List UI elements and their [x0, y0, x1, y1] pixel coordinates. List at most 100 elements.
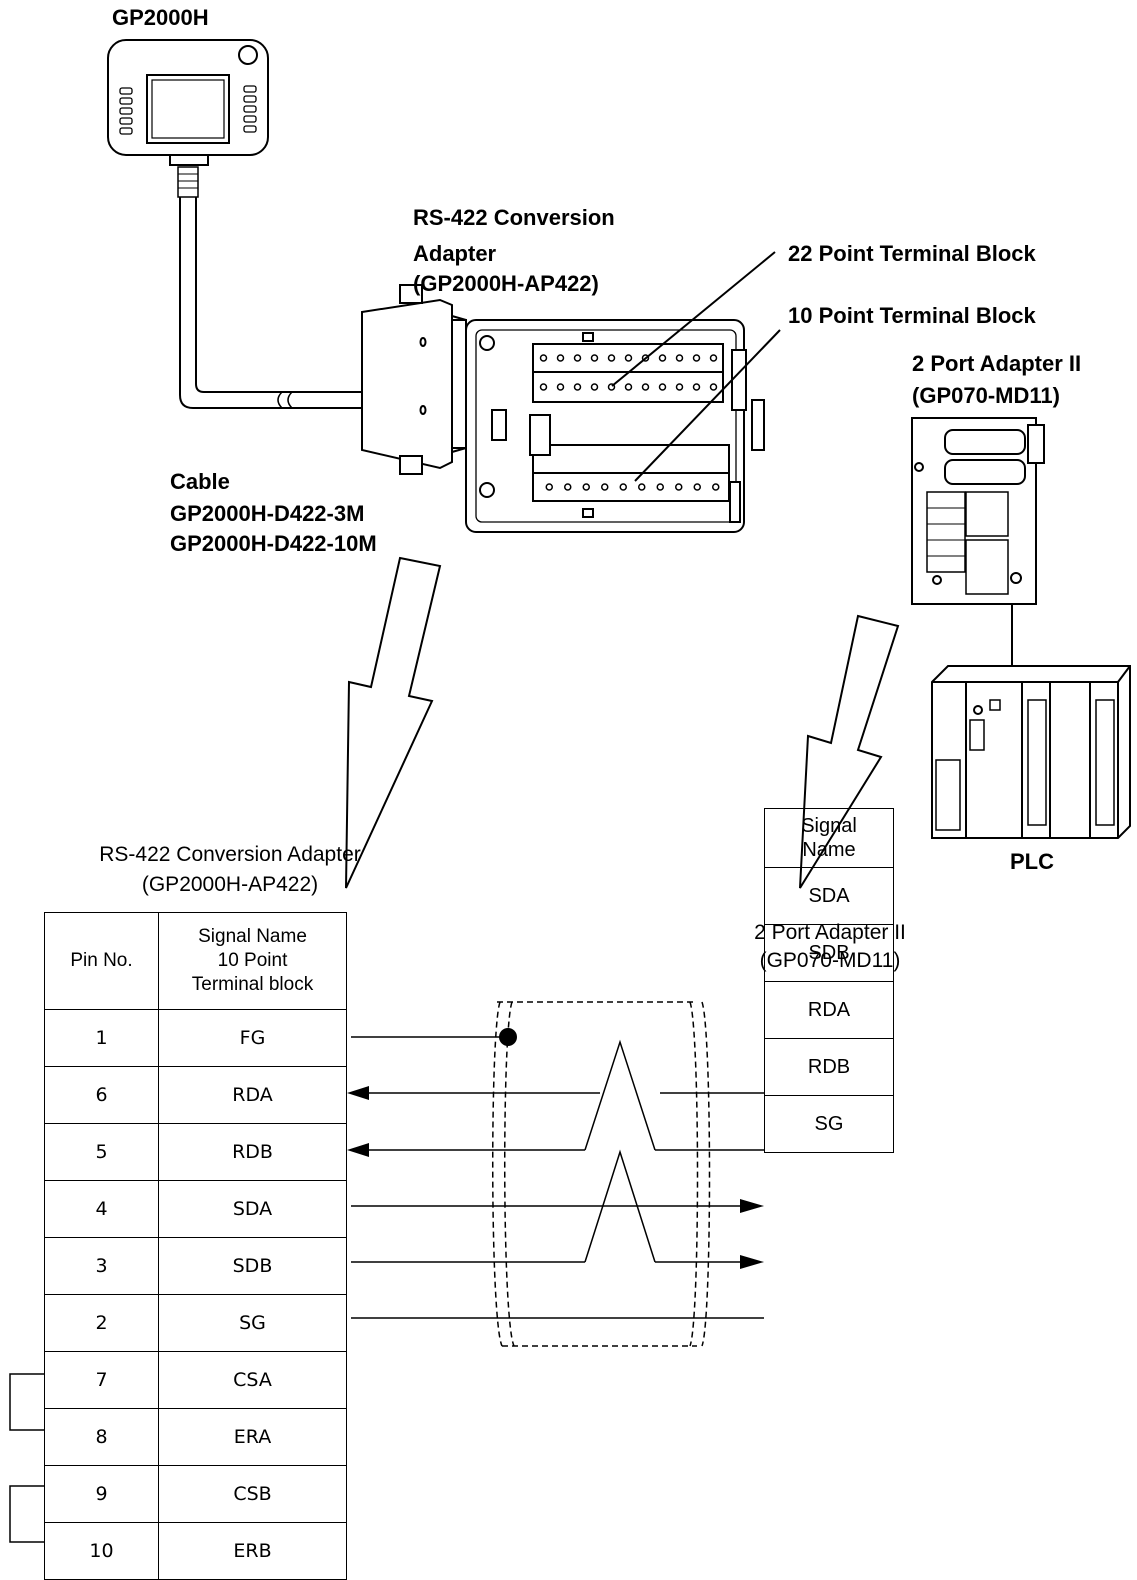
- terminal-screw: [624, 354, 633, 362]
- table-row: SDB: [764, 924, 894, 982]
- pin-cell: 4: [44, 1180, 159, 1238]
- terminal-screw: [545, 483, 553, 491]
- rs422-adapter-label-line2: Adapter: [413, 241, 497, 266]
- signal-cell: RDB: [158, 1123, 347, 1181]
- terminal-screw: [692, 383, 701, 391]
- signal-cell: SDB: [764, 924, 894, 982]
- terminal-screw: [539, 354, 548, 362]
- terminal-screw: [601, 483, 609, 491]
- signal-cell: ERA: [158, 1408, 347, 1466]
- cable-label-line2: GP2000H-D422-3M: [170, 501, 365, 526]
- terminal-screw: [709, 383, 718, 391]
- cable-shield: [491, 1001, 711, 1347]
- terminal-screw: [556, 354, 565, 362]
- table-row: SG: [764, 1095, 894, 1153]
- right-header-line1: Signal: [801, 815, 857, 837]
- terminal-screw: [675, 483, 683, 491]
- arrowheads: [347, 1028, 764, 1269]
- signal-header-line2: 10 Point: [217, 950, 288, 971]
- wiring-lines: [9, 1036, 764, 1543]
- terminal-screw: [539, 383, 548, 391]
- table-row: RDB: [764, 1038, 894, 1096]
- terminal-screw: [619, 483, 627, 491]
- signal-cell: SDA: [158, 1180, 347, 1238]
- pin-cell: 1: [44, 1009, 159, 1067]
- terminal-screw: [590, 354, 599, 362]
- terminal-screw: [658, 354, 667, 362]
- plc-label: PLC: [1010, 849, 1054, 874]
- signal-cell: CSA: [158, 1351, 347, 1409]
- pin-cell: 3: [44, 1237, 159, 1295]
- left-table-header-row: Pin No. Signal Name 10 Point Terminal bl…: [44, 912, 347, 1010]
- pin-cell: 5: [44, 1123, 159, 1181]
- rs422-adapter-label-line3: (GP2000H-AP422): [413, 271, 599, 296]
- terminal-screw: [641, 383, 650, 391]
- rs422-adapter-label-line1: RS-422 Conversion: [413, 205, 615, 230]
- signal-name-header: Signal Name 10 Point Terminal block: [158, 912, 347, 1010]
- pin-cell: 6: [44, 1066, 159, 1124]
- two-port-adapter-label-line1: 2 Port Adapter II: [912, 351, 1082, 376]
- terminal-screw: [675, 383, 684, 391]
- cable-label-line1: Cable: [170, 469, 230, 494]
- signal-cell: SDA: [764, 867, 894, 925]
- left-table-title-line2: (GP2000H-AP422): [141, 873, 319, 896]
- gp2000h-device-illustration: [107, 39, 362, 409]
- terminal-screw: [712, 483, 720, 491]
- terminal-screw: [564, 483, 572, 491]
- two-port-adapter-label-line2: (GP070-MD11): [912, 383, 1060, 408]
- pin-cell: 8: [44, 1408, 159, 1466]
- signal-cell: RDB: [764, 1038, 894, 1096]
- right-signal-table: Signal Name SDA SDB RDA RDB SG: [764, 808, 894, 1153]
- terminal-block-10-illustration: [545, 483, 720, 491]
- terminal-screw: [675, 354, 684, 362]
- left-pin-table: Pin No. Signal Name 10 Point Terminal bl…: [44, 912, 347, 1580]
- terminal-screw: [556, 383, 565, 391]
- signal-cell: SG: [764, 1095, 894, 1153]
- signal-cell: CSB: [158, 1465, 347, 1523]
- terminal-block-22-label: 22 Point Terminal Block: [788, 241, 1036, 266]
- right-signal-header: Signal Name: [764, 808, 894, 868]
- pin-cell: 2: [44, 1294, 159, 1352]
- signal-cell: RDA: [764, 981, 894, 1039]
- rs422-adapter-illustration: [465, 319, 765, 533]
- leader-lines: [611, 251, 781, 482]
- terminal-screw: [607, 354, 616, 362]
- signal-header-line1: Signal Name: [198, 926, 307, 947]
- terminal-screw: [573, 383, 582, 391]
- terminal-screw: [658, 383, 667, 391]
- gp2000h-label: GP2000H: [112, 5, 209, 30]
- plc-illustration: [931, 665, 1131, 839]
- terminal-screw: [693, 483, 701, 491]
- terminal-screw: [624, 383, 633, 391]
- pin-cell: 7: [44, 1351, 159, 1409]
- terminal-screw: [590, 383, 599, 391]
- db-connector-illustration: [361, 284, 467, 475]
- terminal-screw: [692, 354, 701, 362]
- terminal-screw: [638, 483, 646, 491]
- signal-cell: RDA: [158, 1066, 347, 1124]
- signal-header-line3: Terminal block: [191, 974, 314, 995]
- terminal-screw: [582, 483, 590, 491]
- signal-cell: SDB: [158, 1237, 347, 1295]
- terminal-screw: [573, 354, 582, 362]
- pin-number-header: Pin No.: [44, 912, 159, 1010]
- cable-label-line3: GP2000H-D422-10M: [170, 531, 377, 556]
- right-header-line2: Name: [802, 839, 856, 861]
- terminal-block-22-illustration: [539, 354, 718, 391]
- terminal-screw: [656, 483, 664, 491]
- right-table-header-row: Signal Name: [764, 808, 894, 868]
- signal-cell: ERB: [158, 1522, 347, 1580]
- two-port-adapter-illustration: [911, 417, 1045, 666]
- terminal-block-10-label: 10 Point Terminal Block: [788, 303, 1036, 328]
- left-table-title-line1: RS-422 Conversion Adapter: [99, 843, 361, 866]
